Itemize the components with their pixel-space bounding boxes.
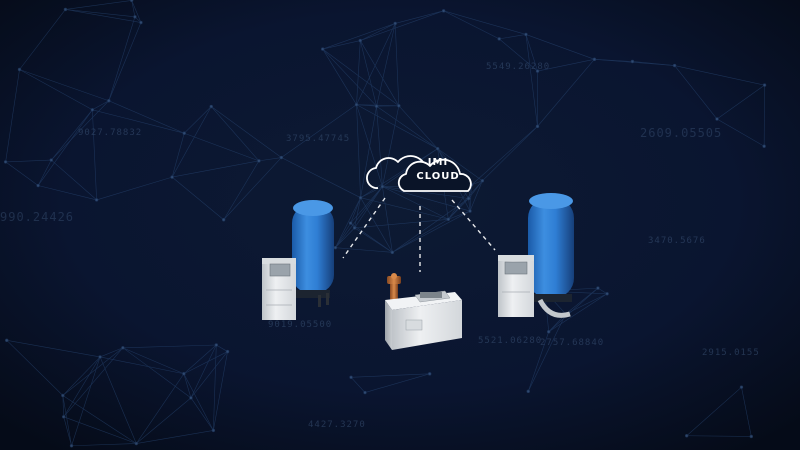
plexus-node: [447, 218, 450, 221]
plexus-node: [321, 48, 324, 51]
plexus-node: [353, 226, 356, 229]
plexus-node: [121, 346, 124, 349]
plexus-node: [597, 287, 600, 290]
bg-number: 9019.05500: [268, 320, 332, 330]
bg-number: 2915.0155: [702, 348, 760, 358]
plexus-node: [631, 60, 634, 63]
plexus-node: [673, 64, 676, 67]
plexus-node: [536, 125, 539, 128]
plexus-node: [349, 222, 352, 225]
plexus-node: [171, 176, 174, 179]
plexus-node: [481, 179, 484, 182]
cloud-label-line1: IMI: [403, 156, 473, 170]
plexus-node: [226, 350, 229, 353]
plexus-node: [61, 394, 64, 397]
plexus-node: [210, 105, 213, 108]
plexus-node: [469, 210, 472, 213]
plexus-node: [107, 99, 110, 102]
plexus-node: [606, 292, 609, 295]
bg-number: 5549.26280: [486, 62, 550, 72]
bg-number: 2609.05505: [640, 126, 722, 140]
bg-number: 3795.47745: [286, 134, 350, 144]
plexus-node: [428, 372, 431, 375]
plexus-node: [215, 344, 218, 347]
plexus-node: [62, 415, 65, 418]
plexus-node: [498, 37, 501, 40]
plexus-node: [5, 339, 8, 342]
plexus-node: [258, 159, 261, 162]
plexus-node: [18, 68, 21, 71]
plexus-node: [222, 218, 225, 221]
plexus-node: [182, 372, 185, 375]
plexus-node: [212, 429, 215, 432]
plexus-node: [716, 118, 719, 121]
plexus-node: [436, 147, 439, 150]
plexus-node: [37, 184, 40, 187]
plexus-node: [364, 391, 367, 394]
plexus-node: [750, 435, 753, 438]
plexus-node: [4, 161, 7, 164]
plexus-node: [70, 444, 73, 447]
plexus-node: [397, 104, 400, 107]
plexus-node: [593, 58, 596, 61]
plexus-node: [527, 390, 530, 393]
plexus-node: [99, 356, 102, 359]
plexus-node: [134, 15, 137, 18]
plexus-node: [91, 108, 94, 111]
plexus-node: [375, 105, 378, 108]
plexus-node: [547, 330, 550, 333]
plexus-node: [64, 8, 67, 11]
plexus-node: [130, 0, 133, 2]
plexus-node: [740, 386, 743, 389]
plexus-node: [359, 39, 362, 42]
cloud-label: IMI CLOUD: [403, 156, 473, 184]
plexus-node: [50, 159, 53, 162]
plexus-node: [442, 9, 445, 12]
cloud-label-line2: CLOUD: [403, 170, 473, 184]
plexus-node: [525, 33, 528, 36]
plexus-node: [355, 103, 358, 106]
plexus-node: [135, 442, 138, 445]
bg-number: 5521.06280: [478, 336, 542, 346]
bg-number: 990.24426: [0, 210, 74, 224]
plexus-node: [381, 185, 384, 188]
bg-number: 3470.5676: [648, 236, 706, 246]
plexus-node: [763, 84, 766, 87]
plexus-node: [280, 156, 283, 159]
bg-number: 2757.68840: [540, 338, 604, 348]
plexus-node: [359, 196, 362, 199]
plexus-node: [190, 396, 193, 399]
plexus-node: [183, 132, 186, 135]
bg-number: 9027.78832: [78, 128, 142, 138]
plexus-node: [467, 197, 470, 200]
plexus-node: [394, 22, 397, 25]
plexus-node: [140, 21, 143, 24]
plexus-node: [350, 376, 353, 379]
plexus-node: [685, 434, 688, 437]
plexus-node: [391, 251, 394, 254]
plexus-node: [763, 145, 766, 148]
plexus-node: [334, 246, 337, 249]
plexus-node: [95, 199, 98, 202]
bg-number: 4427.3270: [308, 420, 366, 430]
